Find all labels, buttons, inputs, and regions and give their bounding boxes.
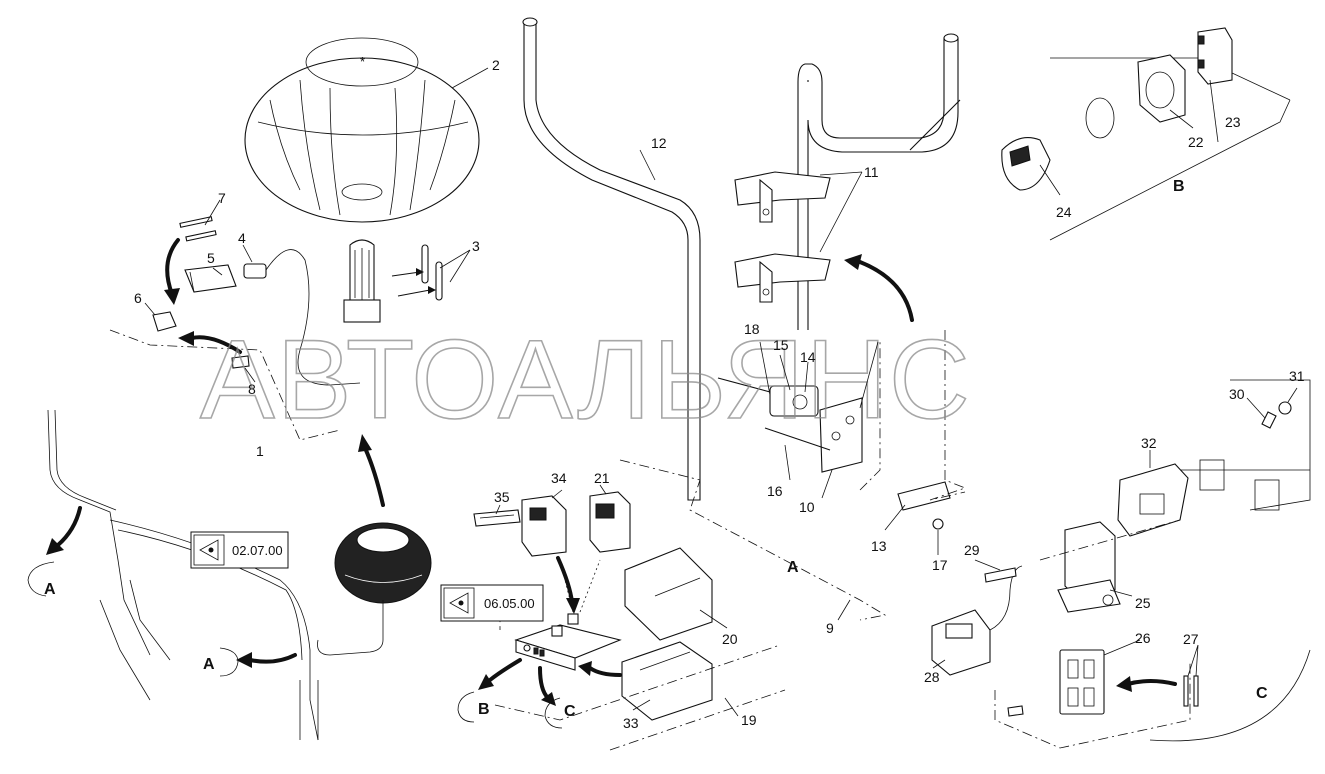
- connector-group-c: [931, 379, 1311, 742]
- bulbs-part: [391, 244, 443, 301]
- callout-16: 16: [767, 483, 783, 499]
- callout-27: 27: [1183, 631, 1199, 647]
- callout-2: 2: [492, 57, 500, 73]
- watermark: АВТОАЛЬЯНС: [200, 317, 972, 442]
- relay-34: [521, 495, 567, 557]
- view-letter-b-right: B: [1173, 178, 1185, 195]
- callout-23: 23: [1225, 114, 1241, 130]
- reference-label-2: 06.05.00: [484, 596, 535, 611]
- callout-14: 14: [800, 349, 816, 365]
- callout-13: 13: [871, 538, 887, 554]
- beacon-dome-part: *: [244, 37, 480, 223]
- view-letter-a-left: A: [44, 581, 56, 598]
- callout-24: 24: [1056, 204, 1072, 220]
- switch-group-b: [1001, 27, 1291, 241]
- reference-box-02-07-00: 02.07.00: [190, 531, 289, 569]
- reference-label-1: 02.07.00: [232, 543, 283, 558]
- reference-box-06-05-00: 06.05.00: [440, 584, 544, 622]
- callout-11: 11: [864, 164, 879, 180]
- callout-31: 31: [1289, 368, 1305, 384]
- view-letters: A A B C A B C: [27, 178, 1268, 729]
- bracket-parts-11: [734, 171, 831, 303]
- callout-17: 17: [932, 557, 948, 573]
- callout-7: 7: [218, 190, 226, 206]
- callout-19: 19: [741, 712, 757, 728]
- relay-35: [473, 509, 521, 527]
- view-letter-c-right: C: [1256, 685, 1268, 702]
- callout-20: 20: [722, 631, 738, 647]
- junction-box: [514, 559, 622, 671]
- pole-part-9: [797, 33, 961, 330]
- view-letter-a-bottom: A: [203, 656, 215, 673]
- callout-15: 15: [773, 337, 789, 353]
- callout-35: 35: [494, 489, 510, 505]
- callout-10: 10: [799, 499, 815, 515]
- callout-21: 21: [594, 470, 610, 486]
- callout-34: 34: [551, 470, 567, 486]
- callout-18: 18: [744, 321, 760, 337]
- cab-frame: [47, 409, 319, 741]
- pole-part-12: [522, 17, 701, 501]
- svg-text:*: *: [360, 54, 365, 69]
- callout-12: 12: [651, 135, 667, 151]
- module-33: [621, 641, 713, 721]
- callout-1: 1: [256, 443, 264, 459]
- callout-28: 28: [924, 669, 940, 685]
- callout-26: 26: [1135, 630, 1151, 646]
- leader-lines: [144, 67, 1298, 717]
- connector-parts: [152, 216, 361, 386]
- callout-5: 5: [207, 250, 215, 266]
- callout-6: 6: [134, 290, 142, 306]
- view-letter-a-center: A: [787, 559, 799, 576]
- view-letter-b-bottom: B: [478, 701, 490, 718]
- callout-30: 30: [1229, 386, 1245, 402]
- callout-33: 33: [623, 715, 639, 731]
- relay-21: [589, 491, 631, 553]
- callout-29: 29: [964, 542, 980, 558]
- module-20: [624, 547, 713, 641]
- callout-4: 4: [238, 230, 246, 246]
- callout-8: 8: [248, 381, 256, 397]
- beacon-lamp-part: [343, 239, 381, 323]
- callout-3: 3: [472, 238, 480, 254]
- callout-32: 32: [1141, 435, 1157, 451]
- callout-22: 22: [1188, 134, 1204, 150]
- mount-parts-10-18: [717, 377, 951, 530]
- view-letter-c-bottom: C: [564, 703, 576, 720]
- callout-9: 9: [826, 620, 834, 636]
- beacon-assembly-small: [317, 522, 432, 656]
- callout-25: 25: [1135, 595, 1151, 611]
- callout-numbers: 1 2 3 4 5 6 7 8 9 10 11 12 13 14 15 16 1…: [134, 57, 1305, 731]
